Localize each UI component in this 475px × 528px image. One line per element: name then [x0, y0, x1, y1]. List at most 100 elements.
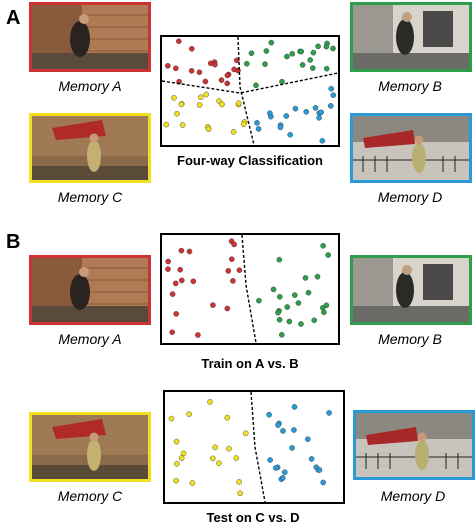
memory-b-dot: [323, 65, 330, 72]
memory-a-photo: [29, 2, 151, 72]
test-label: Test on C vs. D: [206, 510, 300, 525]
memory-b-dot: [275, 309, 281, 316]
memory-a-dot: [165, 62, 171, 69]
memory-a-dot: [224, 80, 230, 87]
memory-c-photo: [29, 113, 151, 183]
train-memory-a-caption: Memory A: [58, 331, 122, 347]
memory-d-dot: [319, 138, 326, 144]
memory-b-dot: [298, 321, 304, 327]
memory-c-dot: [186, 411, 192, 417]
memory-c-dot: [233, 455, 240, 461]
memory-a-dot: [231, 241, 237, 248]
memory-c-dot: [240, 121, 247, 127]
memory-b-dot: [302, 275, 309, 281]
panel-label-a: A: [6, 7, 21, 29]
memory-b-dot: [321, 309, 327, 315]
memory-c-dot: [219, 101, 225, 108]
memory-d-dot: [280, 475, 286, 481]
memory-b-dot: [270, 286, 277, 293]
memory-a-dot: [234, 57, 240, 64]
memory-d-caption: Memory D: [377, 189, 443, 205]
memory-a-dot: [190, 278, 197, 285]
memory-b-dot: [262, 61, 268, 67]
memory-a-dot: [178, 277, 185, 284]
memory-b-dot: [298, 48, 304, 55]
memory-d-dot: [291, 404, 298, 410]
memory-b-dot: [291, 292, 298, 298]
memory-c-dot: [174, 110, 180, 117]
memory-a-dot: [178, 247, 185, 254]
memory-c-dot: [179, 122, 186, 128]
memory-b-dot: [325, 252, 331, 258]
memory-b-dot: [268, 39, 275, 46]
memory-b-dot: [263, 48, 270, 54]
memory-d-dot: [267, 110, 273, 116]
memory-b-dot: [248, 50, 255, 57]
memory-a-dot: [212, 61, 218, 68]
memory-b-dot: [279, 78, 285, 85]
memory-a-dot: [177, 266, 184, 273]
memory-b-dot: [309, 65, 316, 71]
memory-c-dot: [203, 91, 210, 98]
memory-a-dot: [210, 302, 216, 308]
train-memory-b-caption: Memory B: [378, 331, 442, 347]
memory-d-dot: [327, 103, 334, 109]
memory-d-dot: [304, 436, 311, 443]
memory-a-dot: [195, 332, 201, 338]
memory-a-dot: [224, 305, 231, 312]
memory-b-dot: [284, 304, 290, 310]
memory-b-dot: [307, 57, 313, 63]
memory-a-dot: [165, 266, 171, 272]
memory-a-dot: [165, 258, 171, 265]
memory-d-dot: [320, 479, 326, 486]
memory-b-dot: [289, 50, 295, 57]
memory-b-dot: [295, 300, 302, 306]
test-memory-c-caption: Memory C: [57, 488, 123, 504]
boundary-vertical: [237, 37, 255, 145]
memory-b-dot: [315, 43, 321, 50]
memory-a-dot: [224, 72, 231, 79]
memory-c-dot: [230, 129, 237, 135]
memory-c-dot: [212, 444, 218, 451]
memory-d-dot: [277, 124, 284, 131]
memory-c-dot: [173, 438, 180, 445]
memory-c-dot: [236, 479, 242, 485]
memory-a-dot: [202, 78, 209, 85]
memory-c-dot: [196, 102, 203, 108]
memory-b-dot: [320, 243, 326, 249]
memory-b-dot: [311, 317, 317, 324]
memory-c-dot: [174, 461, 180, 467]
memory-a-dot: [230, 278, 236, 284]
memory-a-dot: [218, 77, 225, 83]
memory-b-dot: [279, 332, 285, 338]
boundary-train: [241, 235, 257, 343]
memory-b-dot: [277, 294, 283, 300]
memory-c-dot: [242, 430, 249, 437]
train-scatter: [165, 235, 331, 343]
memory-c-dot: [163, 121, 170, 128]
memory-a-dot: [173, 311, 180, 317]
memory-c-dot: [180, 450, 187, 457]
memory-c-dot: [210, 455, 216, 462]
memory-d-dot: [308, 456, 315, 462]
memory-a-dot: [231, 66, 237, 73]
memory-a-dot: [188, 46, 195, 52]
train-memory-a-photo: [29, 255, 151, 325]
memory-b-dot: [323, 43, 330, 50]
memory-c-dot: [189, 480, 196, 486]
memory-b-dot: [284, 53, 290, 60]
memory-b-dot: [286, 318, 293, 325]
memory-d-dot: [303, 109, 310, 115]
memory-c-dot: [237, 490, 243, 497]
memory-d-dot: [282, 469, 288, 475]
memory-b-dot: [330, 45, 336, 52]
memory-d-dot: [287, 131, 293, 138]
memory-a-dot: [169, 329, 175, 335]
memory-c-dot: [226, 445, 232, 452]
test-memory-d-caption: Memory D: [380, 488, 446, 504]
memory-c-dot: [235, 100, 242, 107]
memory-d-photo: [350, 113, 472, 183]
boundary-horizontal: [162, 72, 338, 94]
memory-b-caption: Memory B: [378, 78, 442, 94]
memory-d-dot: [267, 457, 273, 463]
